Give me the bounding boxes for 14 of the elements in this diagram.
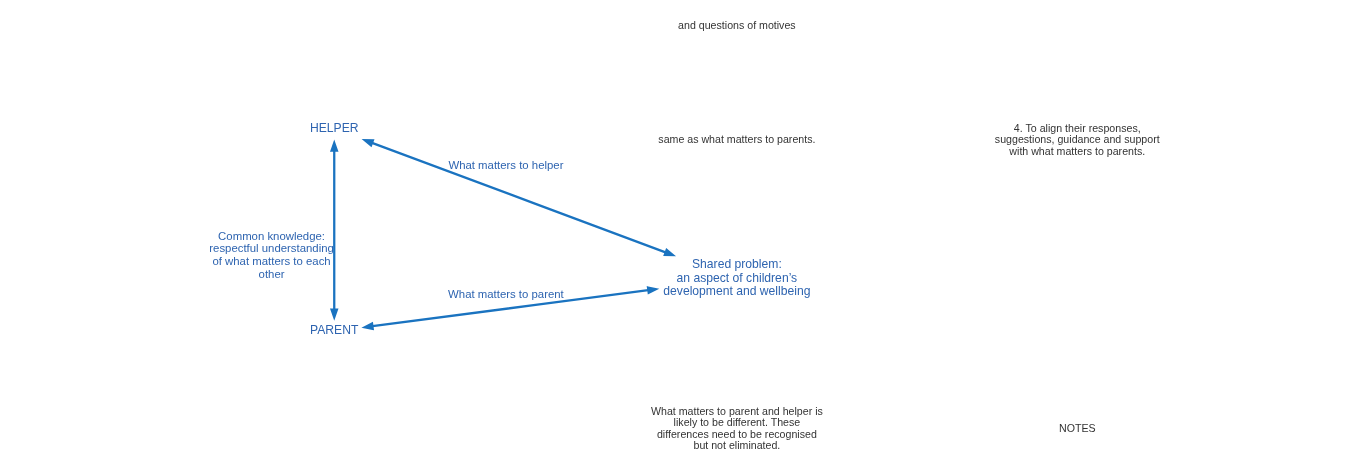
label: NOTES [1058,421,1096,434]
label: What matters to parent and helper is likely to be different. These differences need to be recognised but not eliminated. [650,404,823,451]
label: and questions of motives [678,18,796,31]
arrow [330,139,339,321]
arrow [361,138,677,256]
label: 4. To align their responses, suggestions, guidance and support with what matters to parents. [994,121,1160,157]
edge-label: What matters to helper [448,158,564,171]
label: same as what matters to parents. [658,132,816,145]
node-text: Shared problem: an aspect of children’s development and wellbeing [663,256,811,298]
edge-label: Common knowledge: respectful understanding of what matters to each other [209,229,334,280]
edge-label: What matters to parent [448,287,564,300]
node-text: PARENT [310,322,359,337]
node-text: HELPER [309,120,359,135]
arrow [361,285,660,330]
